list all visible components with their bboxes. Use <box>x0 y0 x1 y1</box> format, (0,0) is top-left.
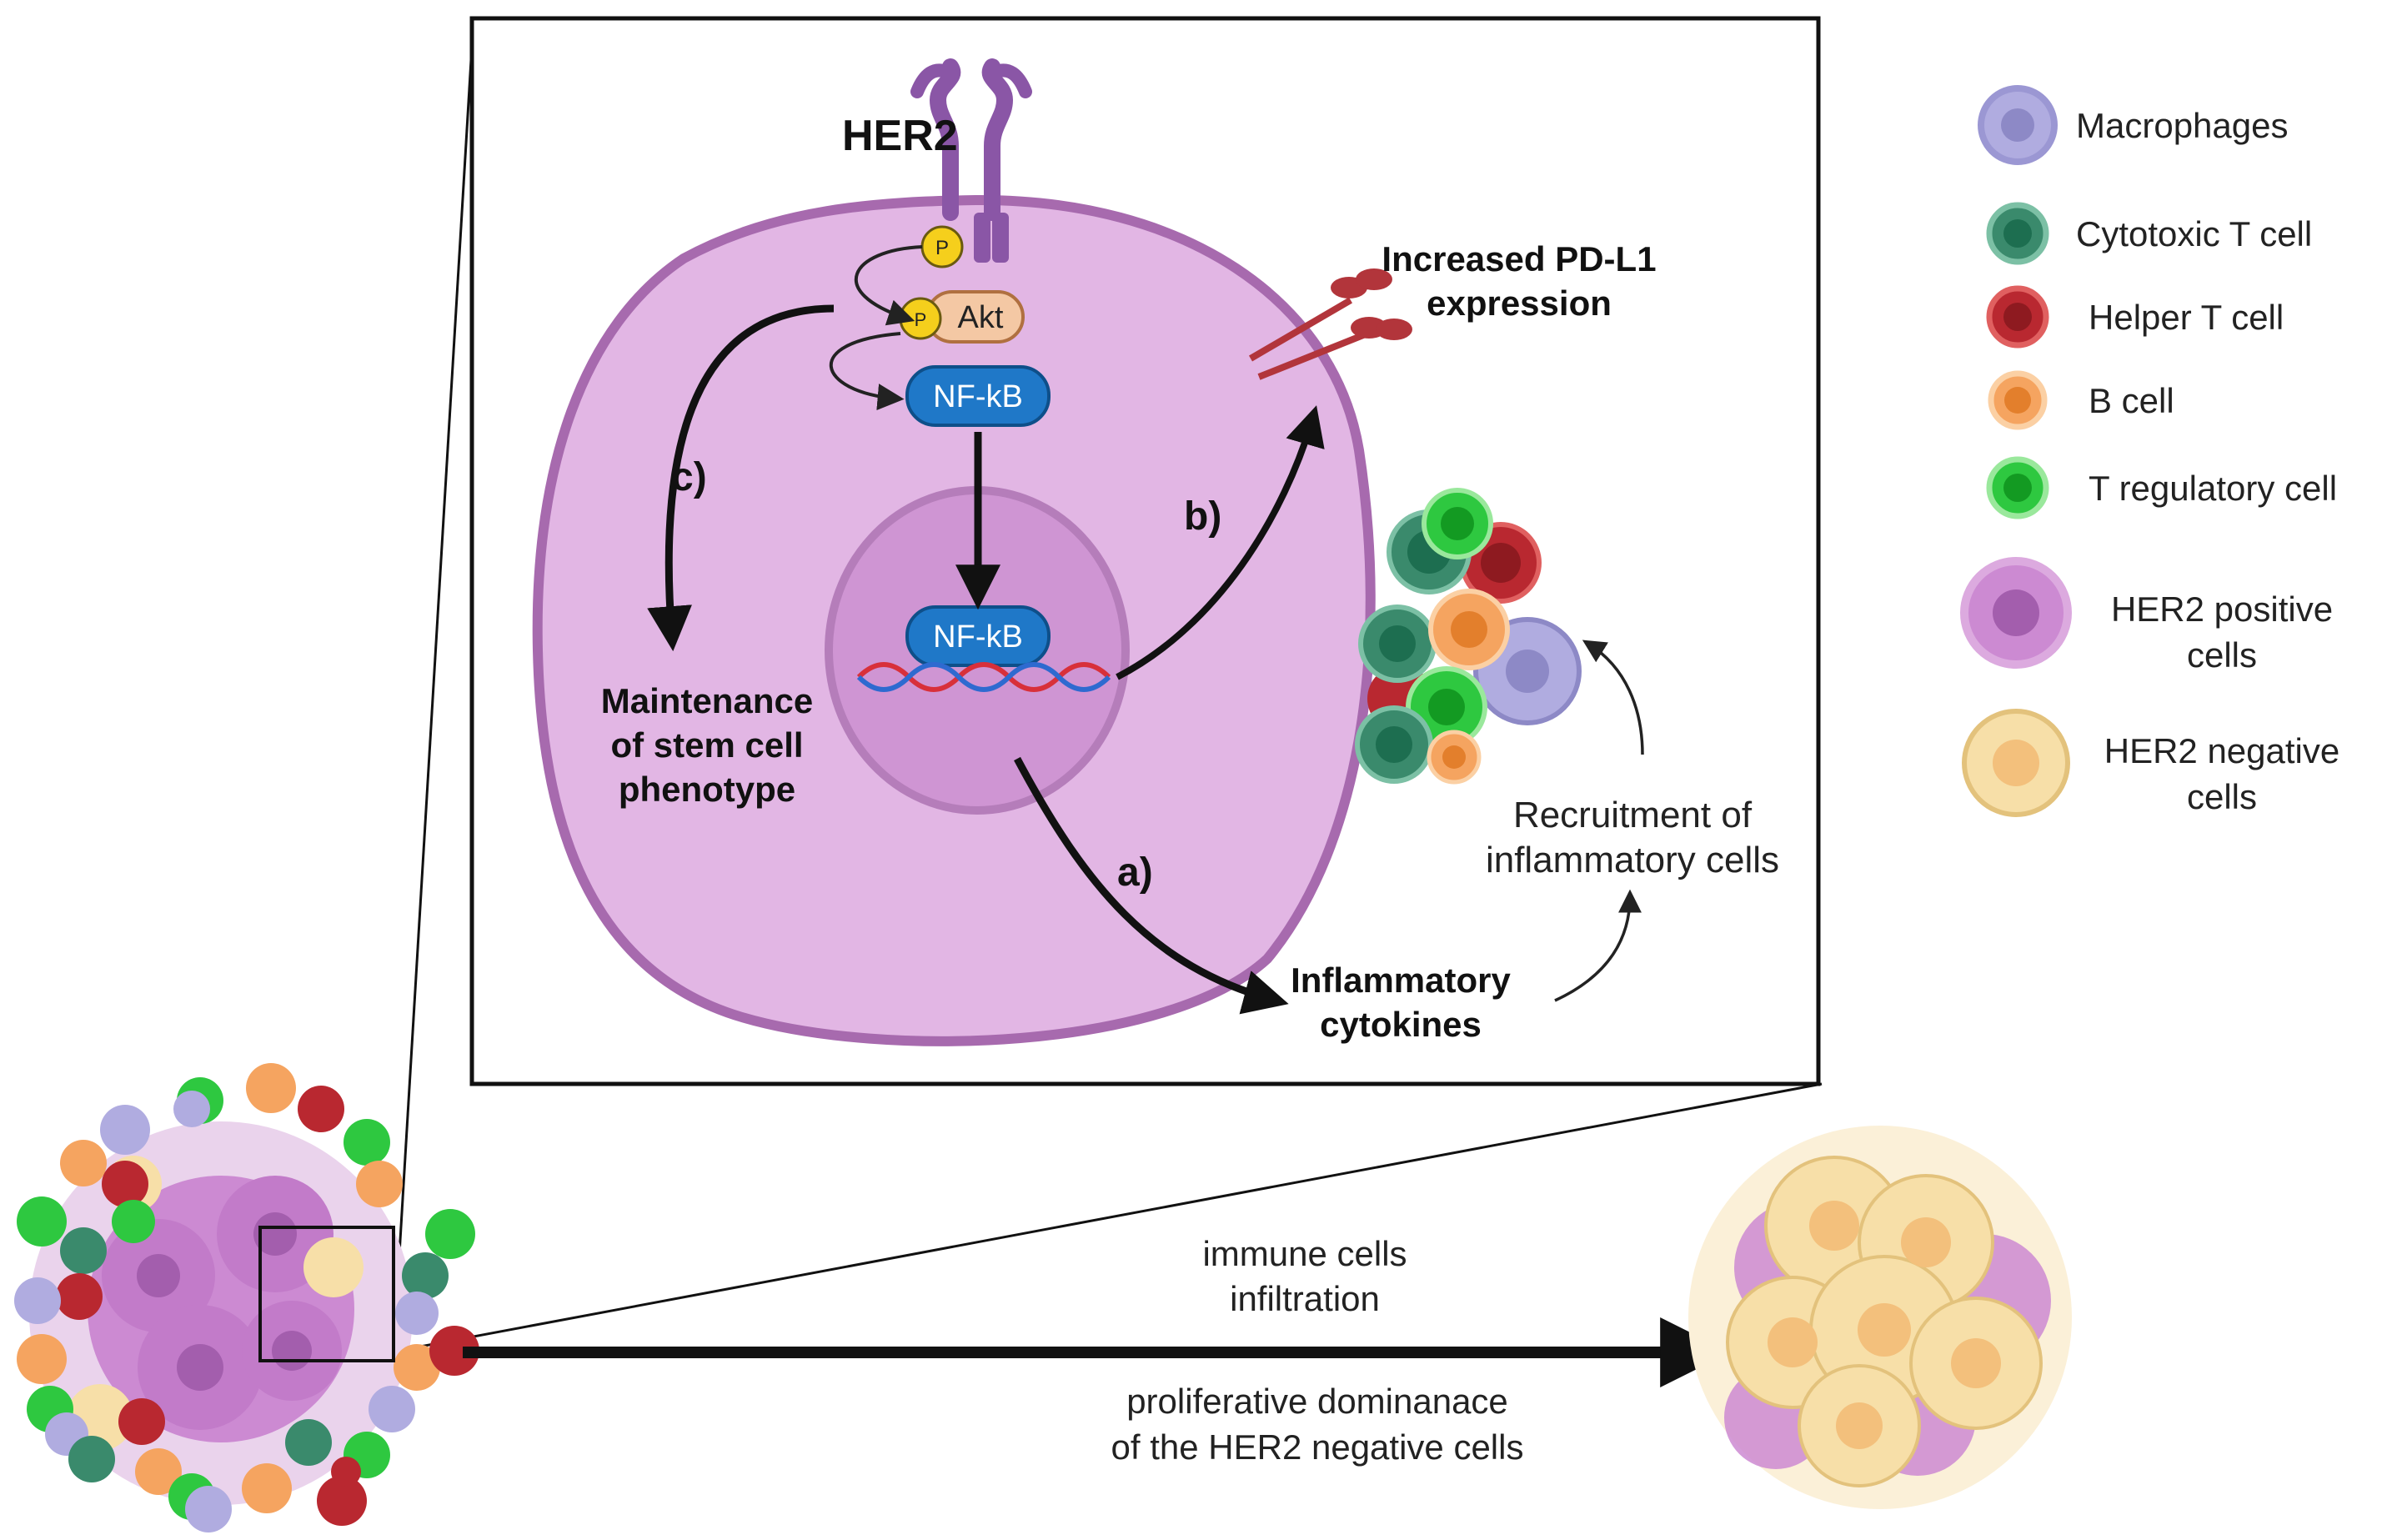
arrow-pathway-a <box>1014 756 1289 1015</box>
arrow-recruit-to-cells <box>1582 640 1644 755</box>
legend-item-her2-positive: HER2 positive cells <box>1960 557 2333 675</box>
legend-item-b-cell: B cell <box>1988 370 2174 430</box>
pathway-c-label: c) <box>671 455 707 499</box>
pdl1-icon <box>1248 268 1412 380</box>
legend-item-macrophages: Macrophages <box>1978 85 2288 165</box>
legend-label-t-regulatory: T regulatory cell <box>2089 469 2337 508</box>
recruit-label-1: Recruitment of <box>1513 795 1753 835</box>
nfkb-nucleus: NF-kB <box>905 605 1051 667</box>
dna-helix <box>856 662 1111 692</box>
dominance-label-2: of the HER2 negative cells <box>1111 1427 1524 1467</box>
nfkb-nucleus-label: NF-kB <box>933 620 1023 655</box>
legend-item-t-regulatory: T regulatory cell <box>1986 456 2337 519</box>
arrow-akt-to-nfkb <box>829 332 905 411</box>
pdl1-label-2: expression <box>1427 283 1612 323</box>
infiltration-label-1: immune cells <box>1202 1234 1407 1273</box>
receptor-label: HER2 <box>842 112 958 160</box>
akt-label: Akt <box>958 300 1004 335</box>
dominance-label-1: proliferative dominanace <box>1126 1382 1508 1421</box>
nfkb-cytoplasm: NF-kB <box>905 365 1051 427</box>
infiltration-label-2: infiltration <box>1230 1279 1380 1318</box>
legend-label-her2-positive-2: cells <box>2187 635 2257 675</box>
phospho-akt-label: P <box>915 309 927 330</box>
stem-label-1: Maintenance <box>601 681 813 720</box>
legend-item-helper-t: Helper T cell <box>1986 285 2284 349</box>
arrow-receptor-to-akt <box>854 245 923 326</box>
pathway-b-label: b) <box>1184 494 1221 539</box>
cytokines-label-2: cytokines <box>1320 1005 1482 1044</box>
legend-label-her2-positive-1: HER2 positive <box>2111 589 2333 629</box>
nfkb-cytoplasm-label: NF-kB <box>933 379 1023 414</box>
legend-label-helper-t: Helper T cell <box>2089 298 2284 337</box>
zoom-line-bottom <box>393 1082 1823 1353</box>
phospho-receptor: P <box>920 225 964 268</box>
legend: Macrophages Cytotoxic T cell Helper T ce… <box>1960 85 2340 817</box>
recruit-label-2: inflammatory cells <box>1486 840 1779 880</box>
akt-protein: Akt P <box>899 290 1025 344</box>
legend-label-her2-negative-1: HER2 negative <box>2104 731 2340 770</box>
legend-label-b-cell: B cell <box>2089 381 2174 420</box>
arrow-pathway-c <box>647 304 835 652</box>
her2-receptor-icon <box>910 58 1032 263</box>
immune-cell-cluster <box>1355 488 1582 785</box>
arrow-pathway-b <box>1116 405 1325 680</box>
pathway-a-label: a) <box>1117 850 1153 895</box>
legend-label-cytotoxic-t: Cytotoxic T cell <box>2076 214 2312 253</box>
zoom-line-top <box>392 18 475 1352</box>
phospho-receptor-label: P <box>935 237 949 259</box>
cytokines-label-1: Inflammatory <box>1291 961 1511 1000</box>
arrow-cytokines-to-recruit <box>1554 889 1642 1002</box>
pdl1-label-1: Increased PD-L1 <box>1382 239 1656 278</box>
her2-negative-tumor <box>1688 1126 2072 1509</box>
tumor-immune-rim <box>14 1063 479 1532</box>
stem-label-3: phenotype <box>619 770 795 809</box>
legend-item-cytotoxic-t: Cytotoxic T cell <box>1986 202 2312 265</box>
legend-item-her2-negative: HER2 negative cells <box>1962 709 2340 817</box>
zoom-source-square <box>258 1226 395 1362</box>
legend-label-her2-negative-2: cells <box>2187 777 2257 816</box>
stem-label-2: of stem cell <box>610 725 803 765</box>
legend-label-macrophages: Macrophages <box>2076 106 2288 145</box>
